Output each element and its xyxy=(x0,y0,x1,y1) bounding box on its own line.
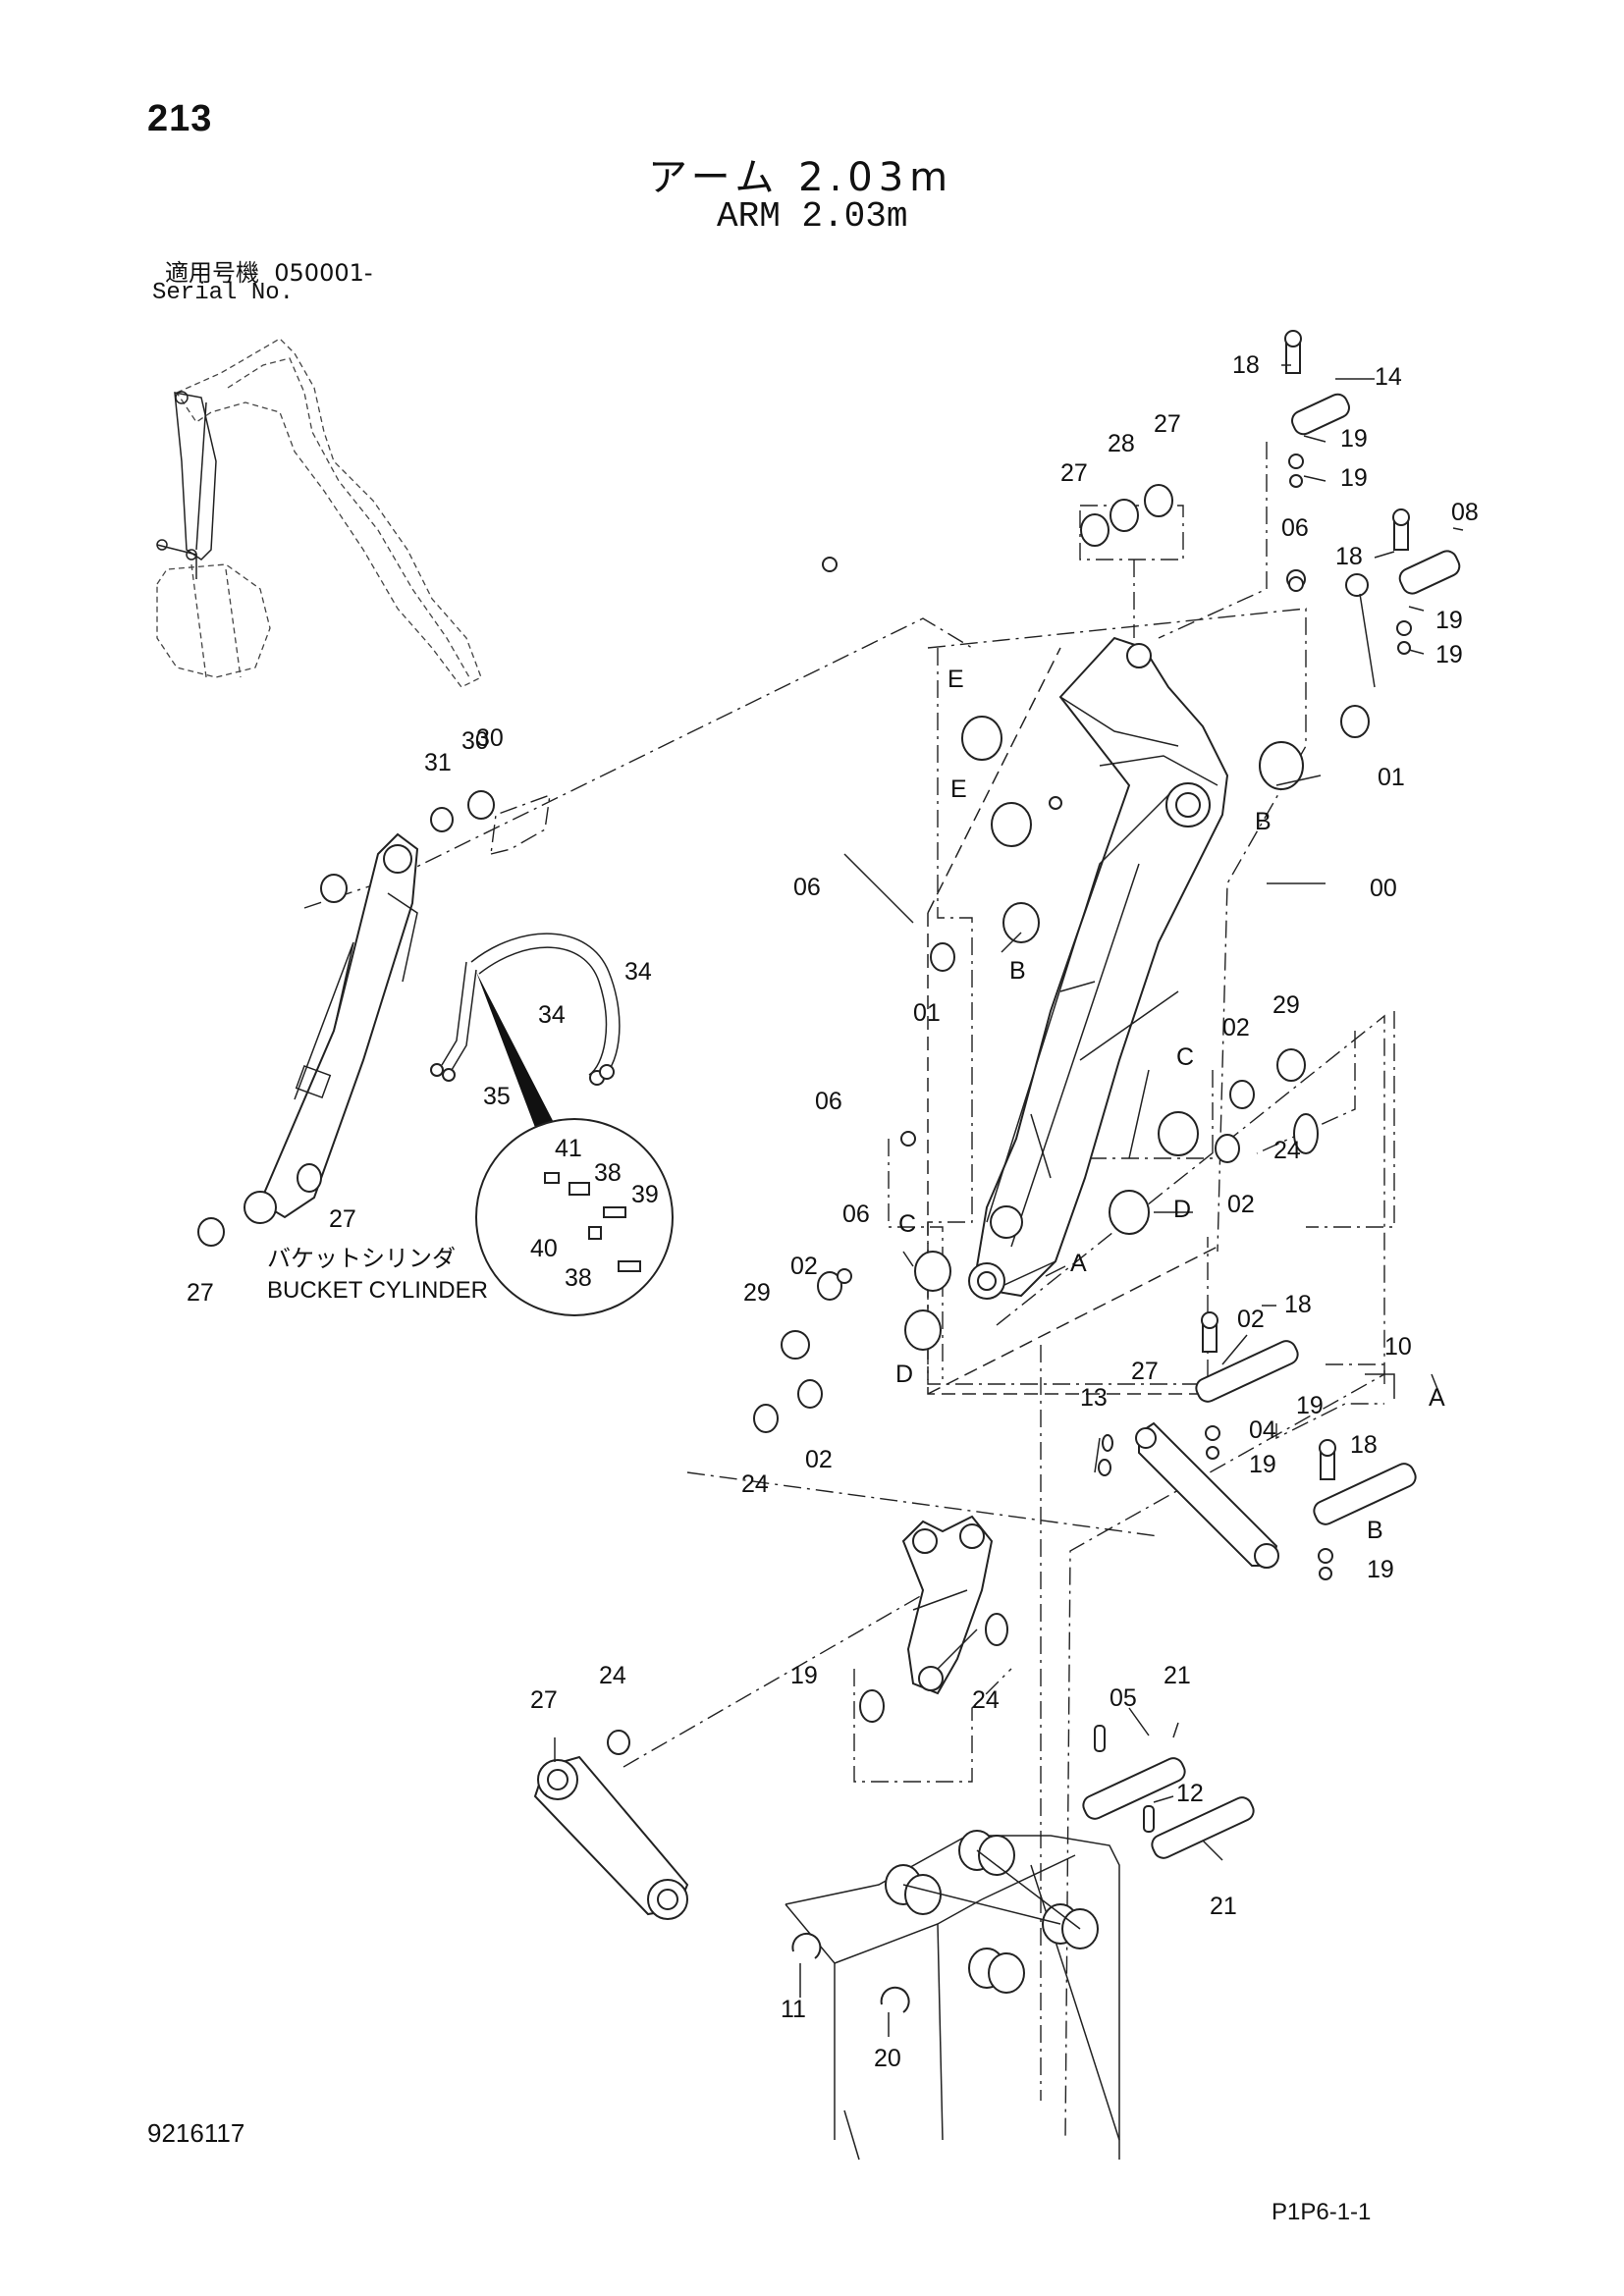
callout-label: 06 xyxy=(842,1201,870,1228)
callout-label: 39 xyxy=(631,1181,659,1208)
callout-label: E xyxy=(950,775,967,803)
callout-label: A xyxy=(1429,1384,1445,1412)
bucket-cylinder xyxy=(244,832,419,1224)
callout-label: 20 xyxy=(874,2045,901,2072)
callout-label: B xyxy=(1367,1517,1383,1544)
serial-label-jp-text: 適用号機 xyxy=(165,259,259,287)
callout-label: B xyxy=(1009,957,1026,985)
callout-label: 05 xyxy=(1110,1684,1137,1712)
callout-label: 30 xyxy=(461,727,489,755)
callout-label: 14 xyxy=(1375,363,1402,391)
callout-label: 31 xyxy=(424,749,452,776)
callout-label: 24 xyxy=(1273,1137,1301,1164)
page-number: 213 xyxy=(147,98,213,139)
callout-label: 34 xyxy=(538,1001,566,1029)
callout-label: 13 xyxy=(1080,1384,1108,1412)
callout-label: D xyxy=(1173,1196,1191,1223)
callout-label: 30 xyxy=(476,724,504,752)
callout-label: 27 xyxy=(530,1686,558,1714)
callout-label: 27 xyxy=(187,1279,214,1307)
leader-lines xyxy=(554,364,1464,2037)
callout-label: D xyxy=(895,1361,913,1388)
callout-label: 02 xyxy=(805,1446,833,1473)
callout-label: 19 xyxy=(790,1662,818,1689)
serial-value: 050001- xyxy=(274,259,373,287)
bucket-shell xyxy=(785,1830,1120,2161)
callout-label: 12 xyxy=(1176,1780,1204,1807)
callout-label: 24 xyxy=(972,1686,1000,1714)
callout-label: 19 xyxy=(1435,607,1463,634)
link-hardware xyxy=(1098,1311,1417,1580)
callout-label: C xyxy=(898,1210,916,1238)
callout-label: 18 xyxy=(1284,1291,1312,1318)
clip-detail-view xyxy=(475,972,674,1316)
callout-label: 24 xyxy=(599,1662,626,1689)
bucket-cylinder-label-jp: バケットシリンダ xyxy=(267,1245,456,1272)
callout-label: 19 xyxy=(1249,1451,1276,1478)
callout-label: 19 xyxy=(1340,425,1368,453)
callout-label: 08 xyxy=(1451,499,1479,526)
callout-label: 04 xyxy=(1249,1416,1276,1444)
callout-label: 40 xyxy=(530,1235,558,1262)
callout-label: 06 xyxy=(815,1088,842,1115)
callout-label: 35 xyxy=(483,1083,511,1110)
callout-label: 19 xyxy=(1296,1392,1324,1419)
bucket-bracket xyxy=(859,1515,1008,1723)
document-number: 9216117 xyxy=(147,2118,245,2148)
callout-label: 10 xyxy=(1384,1333,1412,1361)
callout-label: 41 xyxy=(555,1135,582,1162)
serial-label-english: Serial No. xyxy=(152,280,295,306)
excavator-thumbnail xyxy=(156,338,482,688)
callout-label: A xyxy=(1070,1250,1087,1277)
callout-label: 11 xyxy=(781,1996,806,2023)
callout-label: 18 xyxy=(1232,351,1260,379)
callout-label: 02 xyxy=(1237,1306,1265,1333)
callout-label: C xyxy=(1176,1043,1194,1071)
callout-label: 21 xyxy=(1210,1893,1237,1920)
callout-label: 29 xyxy=(1272,991,1300,1019)
callout-label: 18 xyxy=(1350,1431,1378,1459)
callout-label: 01 xyxy=(1378,764,1405,791)
callout-label: 01 xyxy=(913,999,941,1027)
diagram-title-japanese: アーム 2.03m xyxy=(648,155,954,200)
side-link xyxy=(533,1730,689,1920)
callout-label: 28 xyxy=(1108,430,1135,457)
callout-label: 00 xyxy=(1370,875,1397,902)
callout-label: 27 xyxy=(1060,459,1088,487)
callout-label: 21 xyxy=(1164,1662,1191,1689)
callout-label: 19 xyxy=(1340,464,1368,492)
bucket-pins xyxy=(1082,1725,1255,1859)
hose-assembly xyxy=(430,933,621,1086)
callout-label: B xyxy=(1255,808,1272,835)
serial-label-japanese: 適用号機 050001- xyxy=(165,253,373,288)
callout-label: 34 xyxy=(624,958,652,986)
callout-label: 02 xyxy=(1222,1014,1250,1041)
callout-label: 02 xyxy=(790,1253,818,1280)
callout-label: 27 xyxy=(1131,1358,1159,1385)
callout-label: 24 xyxy=(741,1470,769,1498)
callout-label: 06 xyxy=(793,874,821,901)
callout-label: 02 xyxy=(1227,1191,1255,1218)
callout-label: 06 xyxy=(1281,514,1309,542)
callout-labels: 18 14 19 19 27 28 27 06 18 08 19 19 E E … xyxy=(187,351,1479,2072)
callout-label: 29 xyxy=(743,1279,771,1307)
callout-label: 19 xyxy=(1367,1556,1394,1583)
callout-label: 18 xyxy=(1335,543,1363,570)
bucket-cylinder-label-en: BUCKET CYLINDER xyxy=(267,1277,488,1304)
callout-label: 38 xyxy=(594,1159,622,1187)
callout-label: 27 xyxy=(1154,410,1181,438)
callout-label: 19 xyxy=(1435,641,1463,668)
callout-label: E xyxy=(947,666,964,693)
arm-hardware xyxy=(197,330,1461,1433)
page-code: P1P6-1-1 xyxy=(1272,2199,1372,2225)
callout-label: 38 xyxy=(565,1264,592,1292)
callout-label: 27 xyxy=(329,1205,356,1233)
diagram-title-english: ARM 2.03m xyxy=(717,196,908,237)
arm-body xyxy=(927,636,1229,1395)
